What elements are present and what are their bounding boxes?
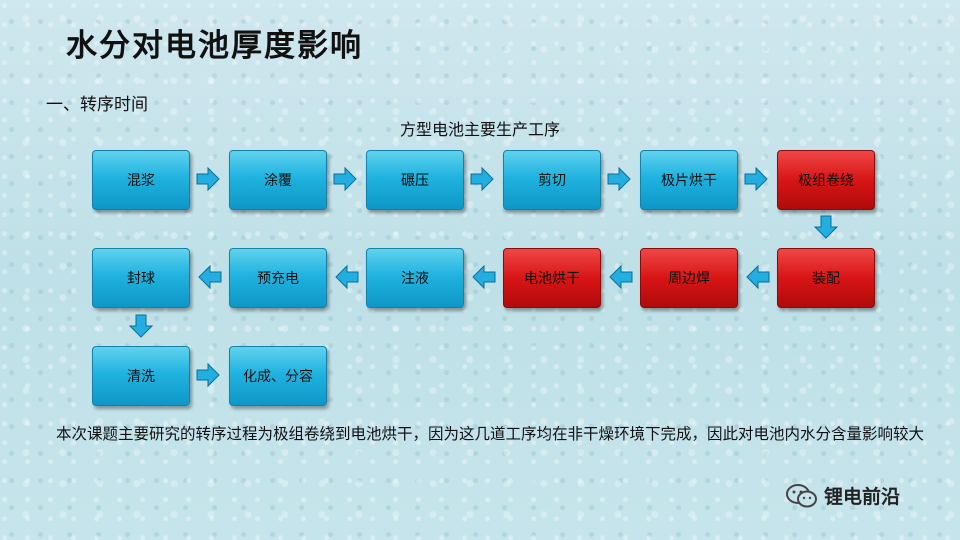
watermark-text: 锂电前沿 — [824, 486, 901, 508]
flow-arrow-right-icon — [470, 166, 494, 192]
flow-arrow-left-icon — [335, 264, 359, 290]
section-heading: 一、转序时间 — [46, 95, 148, 115]
flow-arrow-left-icon — [472, 264, 496, 290]
process-step-12: 封球 — [92, 248, 190, 308]
process-step-9: 电池烘干 — [503, 248, 601, 308]
process-step-6: 极组卷绕 — [777, 150, 875, 210]
watermark: 锂电前沿 — [786, 482, 900, 509]
process-step-5: 极片烘干 — [640, 150, 738, 210]
process-step-4: 剪切 — [503, 150, 601, 210]
flow-arrow-left-icon — [746, 264, 770, 290]
process-step-7: 装配 — [777, 248, 875, 308]
process-step-2: 涂覆 — [229, 150, 327, 210]
flow-arrow-down-icon — [813, 215, 839, 239]
wechat-icon — [786, 483, 817, 507]
flowchart-caption: 方型电池主要生产工序 — [399, 120, 560, 139]
process-step-14: 化成、分容 — [229, 346, 327, 406]
flow-arrow-right-icon — [196, 166, 220, 192]
process-step-1: 混浆 — [92, 150, 190, 210]
process-step-13: 清洗 — [92, 346, 190, 406]
flow-arrow-left-icon — [609, 264, 633, 290]
process-step-11: 预充电 — [229, 248, 327, 308]
flow-arrow-left-icon — [198, 264, 222, 290]
flow-arrow-right-icon — [744, 166, 768, 192]
flow-arrow-down-icon — [128, 314, 154, 338]
description-text: 本次课题主要研究的转序过程为极组卷绕到电池烘干，因为这几道工序均在非干燥环境下完… — [56, 425, 925, 443]
process-step-10: 注液 — [366, 248, 464, 308]
page-title: 水分对电池厚度影响 — [66, 28, 363, 64]
process-step-3: 碾压 — [366, 150, 464, 210]
flow-arrow-right-icon — [607, 166, 631, 192]
flow-arrow-right-icon — [333, 166, 357, 192]
flow-arrow-right-icon — [196, 362, 220, 388]
process-step-8: 周边焊 — [640, 248, 738, 308]
